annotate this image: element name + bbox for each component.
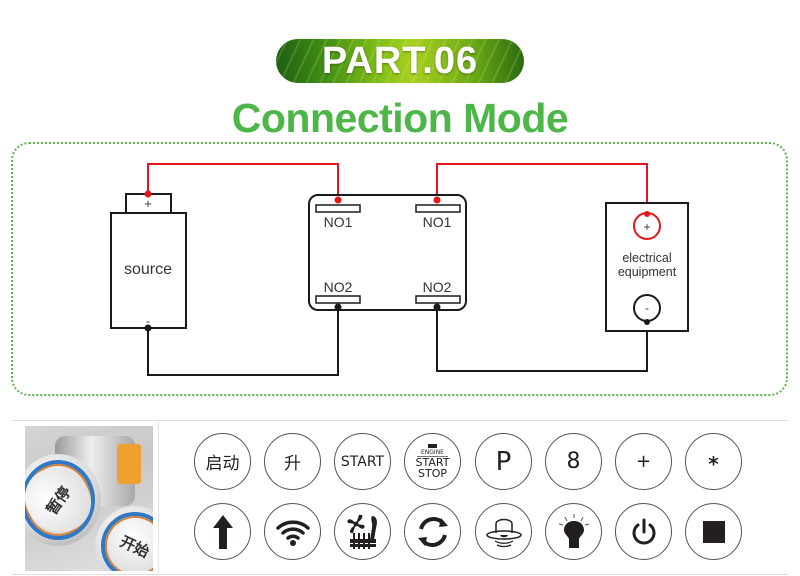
refresh-icon	[417, 516, 448, 547]
part-label: PART.06	[321, 39, 479, 82]
engine-text: ENGINE	[417, 449, 448, 457]
bell-icon	[485, 518, 522, 547]
switch-body	[308, 194, 467, 311]
panel-divider-top	[12, 420, 788, 421]
source-block: + source -	[110, 190, 187, 332]
node-no2-left	[334, 303, 342, 311]
negative-wire-switch-to-equipment	[436, 306, 648, 372]
panel-vertical-separator	[158, 421, 159, 574]
symbol-8-text: 8	[566, 449, 581, 474]
node-no1-right	[433, 196, 441, 204]
product-photo: 暂停 开始	[25, 426, 153, 571]
badge-texture	[276, 39, 524, 83]
symbol-refresh[interactable]	[404, 503, 461, 560]
pushbutton-pause: 暂停	[25, 454, 104, 546]
terminal-no2-left	[315, 295, 361, 304]
symbol-asterisk[interactable]: *	[685, 433, 742, 490]
equipment-label-line2: equipment	[618, 265, 677, 279]
label-no1-left: NO1	[324, 214, 353, 230]
switch-terminal-block	[117, 444, 141, 484]
stop-square-icon	[702, 520, 725, 543]
seat-ventilation-icon	[346, 514, 377, 549]
terminal-no2-right	[415, 295, 461, 304]
source-minus-label: -	[146, 314, 150, 328]
symbol-bulb[interactable]	[545, 503, 602, 560]
symbol-p-text: P	[495, 446, 512, 477]
symbol-start[interactable]: START	[334, 433, 391, 490]
equipment-label-line1: electrical	[622, 251, 671, 265]
page-title: Connection Mode	[231, 95, 569, 141]
node-no1-left	[334, 196, 342, 204]
terminal-no1-left	[315, 204, 361, 213]
pushbutton-start: 开始	[95, 506, 153, 571]
symbol-sheng[interactable]: 升	[264, 433, 321, 490]
wifi-icon	[275, 519, 310, 546]
led-ring	[25, 460, 95, 540]
symbol-seat-fan[interactable]	[334, 503, 391, 560]
source-negative-node	[144, 324, 152, 332]
symbol-plus[interactable]: +	[615, 433, 672, 490]
switch-block: NO1 NO1 NO2 NO2	[308, 194, 467, 311]
symbol-p[interactable]: P	[475, 433, 532, 490]
equipment-positive-node	[644, 211, 650, 217]
label-no2-right: NO2	[423, 279, 452, 295]
symbol-8[interactable]: 8	[545, 433, 602, 490]
terminal-no1-right	[415, 204, 461, 213]
symbol-wifi[interactable]	[264, 503, 321, 560]
label-no1-right: NO1	[423, 214, 452, 230]
start-text: START	[415, 456, 450, 469]
symbol-engine-start-stop[interactable]: ENGINE START STOP	[404, 433, 461, 490]
source-positive-node	[144, 190, 152, 198]
symbol-qidong-text: 启动	[205, 454, 240, 474]
source-plus-label: +	[144, 196, 152, 211]
equipment-minus-label: -	[645, 301, 649, 315]
symbol-arrow-up[interactable]	[194, 503, 251, 560]
symbol-start-text: START	[340, 453, 385, 470]
indicator-bar-icon	[428, 444, 437, 448]
symbol-stop[interactable]	[685, 503, 742, 560]
symbol-bell[interactable]	[475, 503, 532, 560]
diagram-frame	[11, 142, 788, 396]
symbol-sheng-text: 升	[284, 454, 301, 474]
stop-text: STOP	[418, 467, 447, 480]
wiring-diagram: + source - NO1 NO1 NO2 NO2 + electrical …	[110, 163, 689, 376]
light-bulb-icon	[558, 513, 589, 548]
equipment-block: + electrical equipment -	[605, 202, 689, 332]
symbol-power[interactable]	[615, 503, 672, 560]
label-no2-left: NO2	[324, 279, 353, 295]
positive-wire-switch-to-equipment	[436, 163, 648, 217]
arrow-up-icon	[212, 514, 233, 549]
power-icon	[632, 518, 655, 544]
equipment-plus-label: +	[643, 220, 650, 234]
equipment-negative-node	[644, 319, 650, 325]
led-ring	[101, 512, 153, 571]
panel-divider-bottom	[12, 574, 788, 575]
part-badge: PART.06	[276, 39, 524, 83]
positive-wire-source-to-switch	[147, 163, 339, 207]
symbol-asterisk-text: *	[708, 452, 719, 476]
source-label: source	[124, 261, 172, 278]
node-no2-right	[433, 303, 441, 311]
symbol-qidong[interactable]: 启动	[194, 433, 251, 490]
symbol-plus-text: +	[635, 451, 652, 472]
negative-wire-source-to-switch	[147, 306, 339, 376]
